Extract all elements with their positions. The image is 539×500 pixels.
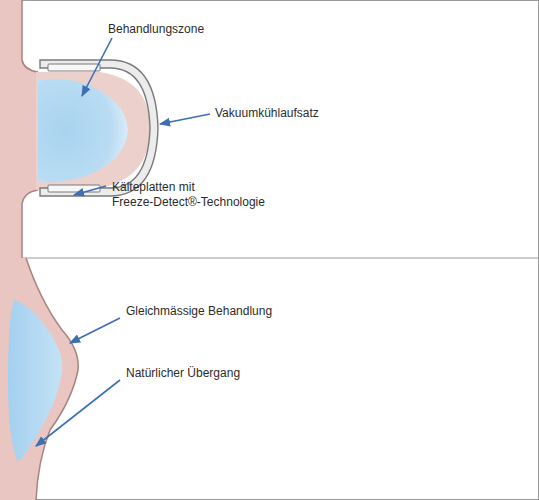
callout-label: Gleichmässige Behandlung: [126, 304, 272, 319]
callout-label: Kälteplatten mit Freeze-Detect®-Technolo…: [112, 180, 252, 210]
vacuum-applicator: [40, 60, 158, 196]
leader-arrow: [36, 380, 120, 446]
cold-plate: [48, 64, 100, 71]
callout-label: Natürlicher Übergang: [126, 366, 240, 381]
skin-edge: [22, 0, 38, 258]
cold-plate: [48, 185, 100, 192]
drawn-tissue: [36, 72, 150, 190]
skin: [0, 258, 78, 500]
panel-divider: [0, 257, 539, 258]
leader-arrow: [70, 318, 120, 343]
leader-arrow: [74, 186, 106, 195]
skin: [0, 0, 40, 258]
callout-label: Vakuumkühlaufsatz: [215, 106, 319, 121]
leader-arrow: [160, 114, 210, 124]
leader-arrow: [82, 38, 112, 96]
callout-label: Behandlungszone: [108, 22, 204, 37]
treated-fat-layer: [8, 300, 62, 462]
